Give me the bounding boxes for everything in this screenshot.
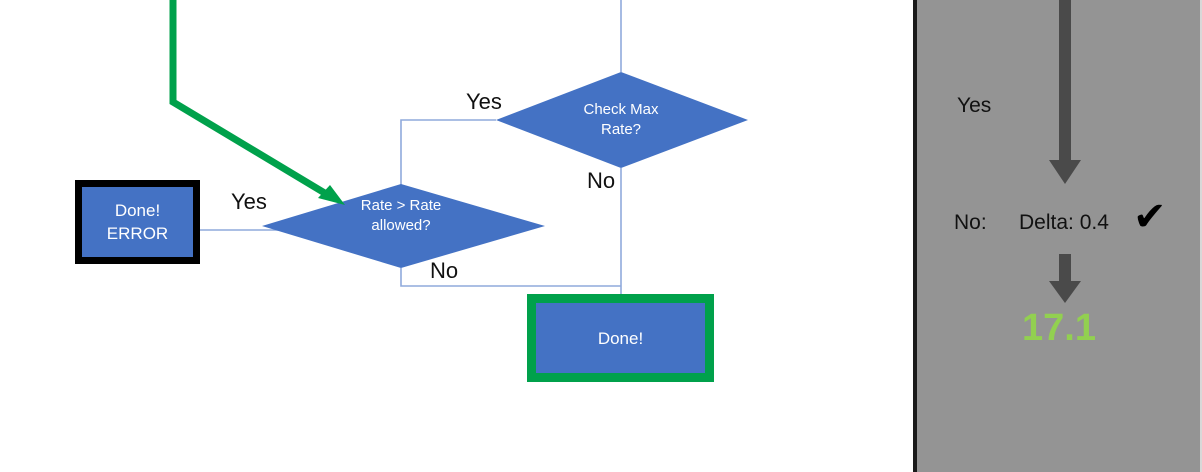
- connector-no-rate-allowed: [400, 268, 621, 287]
- check-mark-icon: ✔: [1133, 195, 1167, 239]
- process-done-error-label: Done! ERROR: [106, 201, 169, 243]
- process-done-error[interactable]: Done! ERROR: [75, 180, 200, 264]
- side-panel-yes-label: Yes: [957, 94, 992, 117]
- side-panel-no-label: No:: [954, 211, 987, 234]
- arrow-down-long-icon: [1049, 0, 1081, 184]
- decision-rate-gt-rate-allowed[interactable]: [262, 184, 545, 268]
- edge-label-yes-check-max-rate: Yes: [466, 89, 502, 114]
- side-panel-result-value: 17.1: [1022, 307, 1096, 349]
- side-panel-arrows: [1049, 0, 1081, 303]
- edge-label-yes-rate-allowed: Yes: [231, 189, 267, 214]
- green-highlight-path: [169, 0, 345, 205]
- process-done-label: Done!: [597, 328, 644, 348]
- arrow-down-short-icon: [1049, 254, 1081, 303]
- process-done[interactable]: Done!: [527, 294, 714, 382]
- side-panel: Yes No: Delta: 0.4 ✔ 17.1: [913, 0, 1202, 472]
- decision-check-max-rate[interactable]: [496, 72, 748, 168]
- edge-label-no-rate-allowed: No: [430, 258, 459, 283]
- edge-label-no-check-max-rate: No: [587, 168, 616, 193]
- side-panel-delta-label: Delta: 0.4: [1019, 211, 1109, 234]
